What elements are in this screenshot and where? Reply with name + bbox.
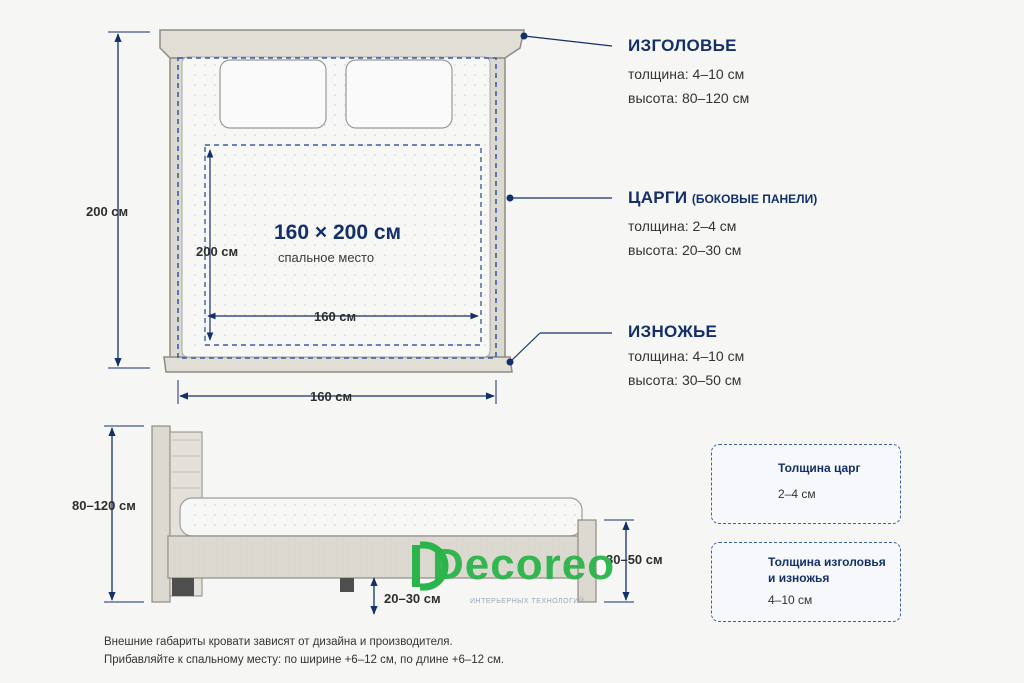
top-view-bed [159,29,525,373]
callout-headboard-height: высота: 80–120 см [628,90,750,106]
logo-text: Decoreo [432,540,616,589]
side-leg-middle [340,578,354,592]
side-leg-left [172,578,194,596]
headboard-tufting [172,439,200,489]
outer-width-label: 160 см [310,389,353,404]
outer-length-label: 200 см [86,204,129,219]
headboard-top [159,29,525,59]
inner-width-label: 160 см [314,309,357,324]
logo-mark [412,541,449,591]
callout-footboard-title: ИЗНОЖЬЕ [628,322,718,341]
callout-footboard-height: высота: 30–50 см [628,372,742,388]
callout-rails-title: ЦАРГИ [628,188,688,207]
callout-line-footboard [509,332,541,363]
side-footboard [577,519,597,603]
inner-length-label: 200 см [196,244,239,259]
sleeping-area-caption: спальное место [278,250,375,265]
side-headboard [151,425,171,603]
footboard-top [163,356,513,373]
rail-height-label: 20–30 см [384,591,441,606]
info-box-rail-thickness: Толщина царг 2–4 см [711,444,901,524]
callout-line-headboard [523,35,613,47]
info-box-headboard-title-2: и изножья [768,571,830,585]
callout-headboard-title: ИЗГОЛОВЬЕ [628,36,737,55]
sleeping-area-outline [204,144,482,346]
callout-rails-height: высота: 20–30 см [628,242,742,258]
rail-grain [168,536,588,578]
info-box-rail-title: Толщина царг [778,461,861,475]
footboard-height-label: 30–50 см [606,552,663,567]
info-box-headboard-title-1: Толщина изголовья [768,555,886,569]
side-quilt [186,504,576,530]
pillow-left [219,59,327,129]
footnote-line-1: Внешние габариты кровати зависят от диза… [104,636,453,648]
callout-rails-subtitle: (БОКОВЫЕ ПАНЕЛИ) [691,192,818,206]
callout-rails-thickness: толщина: 2–4 см [628,218,737,234]
callout-footboard-thickness: толщина: 4–10 см [628,348,745,364]
mattress-dashed-outline [177,57,497,359]
logo-tagline: ИНТЕРЬЕРНЫХ ТЕХНОЛОГИЙ [470,598,585,605]
info-box-headboard-value: 4–10 см [768,593,813,607]
footnote-line-2: Прибавляйте к спальному месту: по ширине… [104,654,505,666]
sleeping-area-size: 160 × 200 см [274,221,402,244]
info-box-headboard-thickness: Толщина изголовья и изножья 4–10 см [711,542,901,622]
pillow-right [345,59,453,129]
headboard-height-label: 80–120 см [72,498,136,513]
callout-headboard-thickness: толщина: 4–10 см [628,66,745,82]
side-view-bed [151,425,597,603]
callout-rails-title-row: ЦАРГИ (БОКОВЫЕ ПАНЕЛИ) [628,188,817,208]
info-box-rail-value: 2–4 см [778,487,816,501]
